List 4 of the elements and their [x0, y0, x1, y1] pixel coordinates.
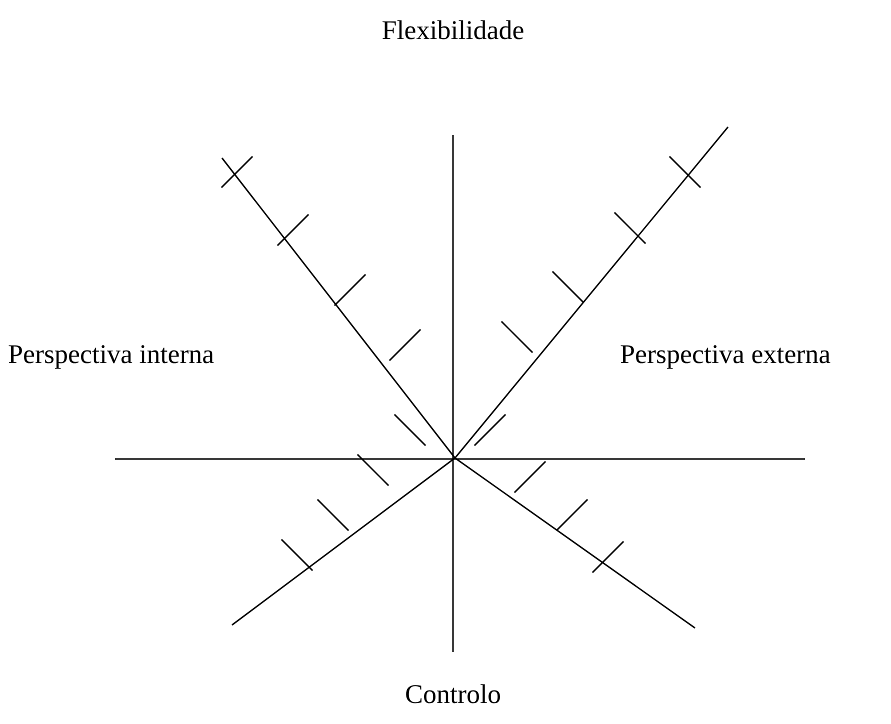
axis-label: Flexibilidade: [382, 14, 524, 46]
axis-label: Controlo: [405, 678, 501, 710]
axis-label: Perspectiva externa: [620, 338, 831, 370]
axis-label: Perspectiva interna: [8, 338, 214, 370]
